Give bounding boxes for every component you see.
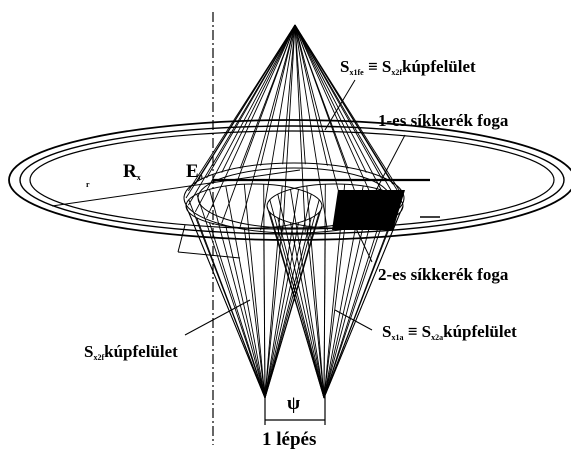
cone-generator-line	[290, 189, 325, 399]
cone-generator-line	[209, 189, 266, 399]
upper-cone-lines	[185, 24, 403, 232]
cone-generator-line	[323, 227, 346, 399]
cone-generator-line	[243, 227, 266, 399]
cone-generator-line	[294, 24, 394, 213]
label-plane-wheel-tooth-2: 2-es síkkerék foga	[378, 265, 509, 284]
cone-generator-line	[264, 225, 283, 399]
cone-generator-line	[196, 193, 266, 399]
cone-generator-line	[294, 24, 382, 179]
label-step: 1 lépés	[262, 429, 317, 450]
cone-generator-line	[194, 24, 296, 213]
cone-generator-line	[264, 212, 320, 399]
cone-generator-line	[239, 24, 296, 169]
cone-generator-line	[323, 199, 401, 399]
label-top-surface: Sx1fe ≡ Sx2fkúpfelület	[340, 57, 476, 77]
cone-generator-line	[264, 194, 312, 399]
cone-generator-line	[185, 205, 266, 399]
cone-generator-line	[277, 194, 325, 399]
cone-generator-line	[260, 24, 296, 231]
cone-generator-line	[323, 184, 326, 399]
step-dimension	[264, 395, 326, 425]
cone-generator-line	[294, 24, 382, 219]
cone-generator-line	[306, 185, 325, 399]
radius-line	[51, 169, 301, 207]
cone-generator-line	[260, 24, 296, 166]
cone-generator-line	[323, 225, 364, 399]
cone-generator-line	[225, 225, 266, 399]
cone-generator-line	[264, 189, 299, 399]
cone-generator-line	[269, 199, 325, 399]
cone-generator-line	[294, 24, 349, 169]
cone-generator-line	[306, 225, 325, 399]
cone-generator-line	[225, 185, 266, 399]
cone-generator-line	[294, 24, 306, 232]
label-e0: E0	[186, 161, 203, 182]
cone-generator-line	[266, 205, 325, 399]
cone-generator-line	[206, 24, 296, 219]
cone-generator-line	[282, 24, 296, 165]
cone-generator-line	[264, 217, 312, 399]
lower-right-cone-lines	[266, 184, 404, 399]
cone-generator-line	[277, 217, 325, 399]
cone-generator-line	[282, 24, 296, 232]
cone-generator-line	[323, 212, 401, 399]
cone-generator-line	[290, 222, 325, 399]
leader-lines	[177, 79, 406, 336]
plane-wheel-tooth-1	[332, 190, 405, 230]
label-psi: ψ	[287, 393, 301, 414]
lower-left-cone-lines	[185, 184, 323, 399]
cone-generator-line	[239, 24, 296, 228]
cone-generator-line	[294, 24, 328, 231]
label-small-r: r	[86, 180, 90, 189]
label-bottom-right-surface: Sx1a ≡ Sx2akúpfelület	[382, 322, 517, 342]
cone-generator-line	[209, 222, 266, 399]
cone-generator-line	[294, 24, 367, 173]
cone-generator-line	[294, 24, 400, 192]
label-bottom-left-surface: Sx2fkúpfelület	[84, 342, 178, 362]
cone-generator-line	[206, 24, 296, 179]
cone-generator-line	[263, 184, 266, 399]
cone-generator-line	[264, 185, 283, 399]
cone-generator-line	[188, 199, 266, 399]
cone-generator-line	[221, 24, 296, 173]
cone-generator-line	[194, 24, 296, 185]
label-rx: Rx	[123, 161, 141, 182]
cone-generator-line	[323, 222, 380, 399]
cone-generator-line	[264, 222, 299, 399]
label-plane-wheel-tooth-1: 1-es síkkerék foga	[378, 111, 509, 130]
cone-generator-line	[294, 24, 306, 165]
cone-generator-line	[294, 24, 328, 166]
cone-generator-line	[243, 184, 266, 399]
